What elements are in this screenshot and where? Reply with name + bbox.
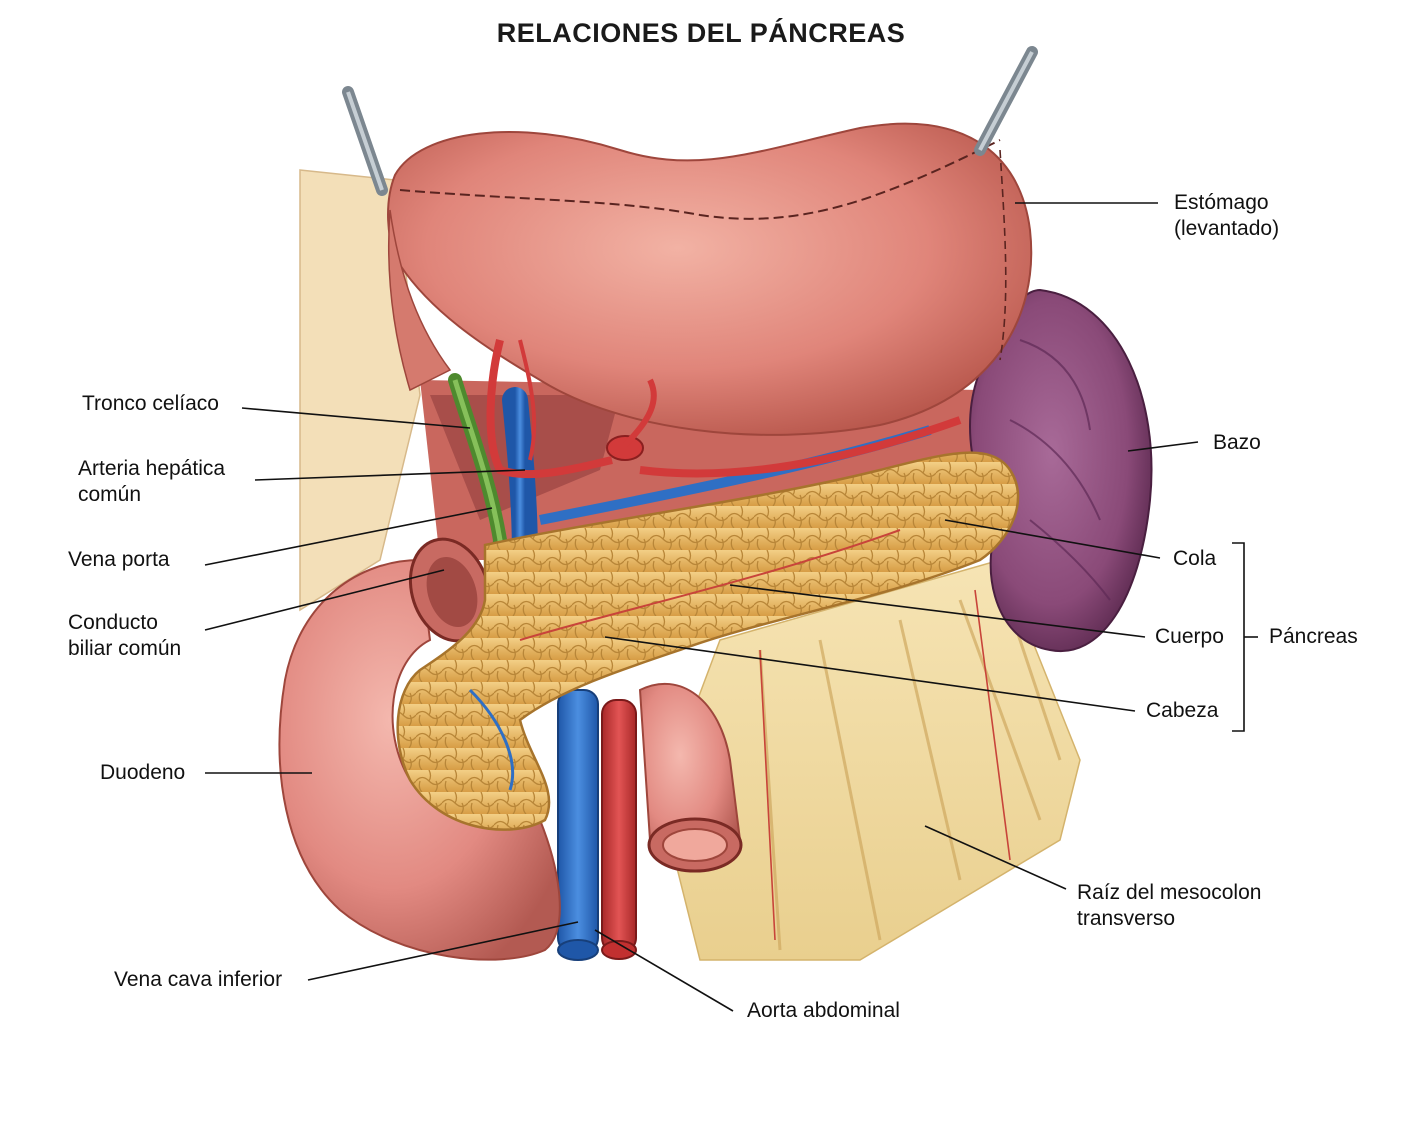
label-cabeza: Cabeza <box>1146 699 1219 722</box>
label-cola: Cola <box>1173 547 1217 570</box>
pancreas <box>396 451 1020 831</box>
label-arteria-hepatica: Arteria hepática común <box>78 456 225 508</box>
label-cuerpo: Cuerpo <box>1155 625 1224 648</box>
leader-cola <box>944 519 1161 559</box>
label-conducto: Conducto biliar común <box>68 610 181 662</box>
label-mesocolon: Raíz del mesocolon transverso <box>1077 880 1261 932</box>
leader-arteria <box>254 469 526 481</box>
label-estomago: Estómago (levantado) <box>1174 190 1279 242</box>
label-estomago-line2: (levantado) <box>1174 217 1280 240</box>
label-arteria-line1: Arteria hepática <box>78 457 226 480</box>
leader-tronco <box>241 407 471 429</box>
leader-mesocolon <box>924 825 1067 890</box>
label-conducto-line1: Conducto <box>68 611 158 634</box>
label-aorta: Aorta abdominal <box>747 999 900 1022</box>
leader-vena-porta <box>204 507 493 566</box>
label-vena-cava: Vena cava inferior <box>114 968 283 991</box>
jejunum-cut <box>638 682 743 873</box>
abdominal-aorta <box>601 699 637 960</box>
leader-lines <box>204 202 1258 1012</box>
spleen <box>969 288 1153 653</box>
common-bile-duct <box>448 373 508 607</box>
leader-cuerpo <box>729 584 1146 638</box>
label-estomago-line1: Estómago <box>1174 191 1269 214</box>
label-duodeno: Duodeno <box>100 761 186 784</box>
label-vena-porta: Vena porta <box>68 548 170 571</box>
label-arteria-line2: común <box>78 483 142 506</box>
label-pancreas: Páncreas <box>1269 625 1358 648</box>
label-mesocolon-line2: transverso <box>1077 907 1176 930</box>
stomach <box>387 122 1033 436</box>
page-title: RELACIONES DEL PÁNCREAS <box>496 18 906 48</box>
retractor-left <box>342 86 388 196</box>
leader-cabeza <box>604 636 1136 712</box>
leader-vena-cava <box>307 921 579 981</box>
leader-aorta <box>594 929 734 1012</box>
label-bazo: Bazo <box>1213 431 1261 454</box>
leader-bazo <box>1127 441 1199 452</box>
common-hepatic-artery <box>486 339 962 479</box>
label-tronco-celiaco: Tronco celíaco <box>82 392 219 415</box>
label-conducto-line2: biliar común <box>68 637 182 660</box>
inferior-vena-cava <box>557 689 599 961</box>
pancreas-bracket <box>1232 542 1245 732</box>
label-mesocolon-line1: Raíz del mesocolon <box>1077 881 1262 904</box>
retractor-right <box>974 46 1038 156</box>
duodenum <box>278 537 561 961</box>
leader-conducto <box>204 569 445 631</box>
